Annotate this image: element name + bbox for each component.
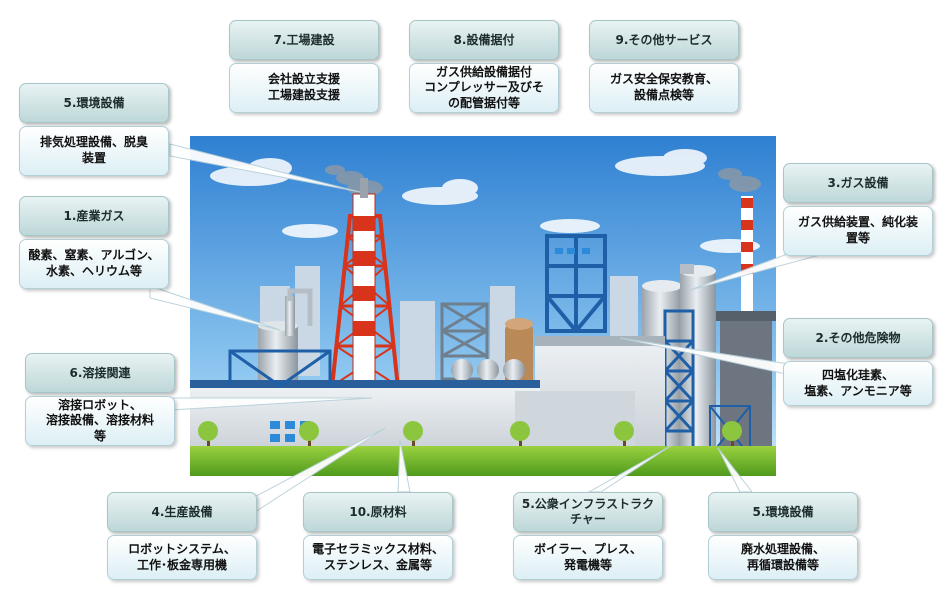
callout-title: 6.溶接関連 [25, 353, 175, 393]
callout-title: 9.その他サービス [589, 20, 739, 60]
callout-raw-materials: 10.原材料 電子セラミックス材料、ステンレス、金属等 [303, 492, 453, 580]
callout-body: ガス供給設備据付コンプレッサー及びその配管据付等 [409, 63, 559, 113]
callout-body: ガス供給装置、純化装置等 [783, 206, 933, 256]
callout-body: 排気処理設備、脱臭装置 [19, 126, 169, 176]
callout-body: 廃水処理設備、再循環設備等 [708, 535, 858, 580]
callout-environment-bottom: 5.環境設備 廃水処理設備、再循環設備等 [708, 492, 858, 580]
callout-other-hazardous: 2.その他危険物 四塩化珪素、塩素、アンモニア等 [783, 318, 933, 406]
callout-industrial-gas: 1.産業ガス 酸素、窒素、アルゴン、水素、ヘリウム等 [19, 196, 169, 289]
factory-illustration [190, 136, 776, 476]
callout-environment-top: 5.環境設備 排気処理設備、脱臭装置 [19, 83, 169, 176]
callout-title: 1.産業ガス [19, 196, 169, 236]
callout-title: 3.ガス設備 [783, 163, 933, 203]
callout-body: 会社設立支援工場建設支援 [229, 63, 379, 113]
callout-title: 4.生産設備 [107, 492, 257, 532]
blue-windows [555, 248, 590, 254]
callout-body: 四塩化珪素、塩素、アンモニア等 [783, 361, 933, 406]
callout-title: 5.環境設備 [708, 492, 858, 532]
callout-welding: 6.溶接関連 溶接ロボット、溶接設備、溶接材料等 [25, 353, 175, 446]
callout-production-equipment: 4.生産設備 ロボットシステム、工作･板金専用機 [107, 492, 257, 580]
grass [190, 446, 776, 476]
callout-body: ガス安全保安教育、設備点検等 [589, 63, 739, 113]
callout-other-services: 9.その他サービス ガス安全保安教育、設備点検等 [589, 20, 739, 113]
blue-frame-tower [545, 234, 607, 333]
callout-title: 8.設備据付 [409, 20, 559, 60]
callout-body: ボイラー、プレス、発電機等 [513, 535, 663, 580]
callout-equipment-installation: 8.設備据付 ガス供給設備据付コンプレッサー及びその配管据付等 [409, 20, 559, 113]
callout-title: 10.原材料 [303, 492, 453, 532]
callout-body: 電子セラミックス材料、ステンレス、金属等 [303, 535, 453, 580]
callout-public-infrastructure: 5.公衆インフラストラクチャー ボイラー、プレス、発電機等 [513, 492, 663, 580]
callout-body: 溶接ロボット、溶接設備、溶接材料等 [25, 396, 175, 446]
callout-title: 5.環境設備 [19, 83, 169, 123]
callout-body: ロボットシステム、工作･板金専用機 [107, 535, 257, 580]
callout-factory-construction: 7.工場建設 会社設立支援工場建設支援 [229, 20, 379, 113]
center-hall [360, 386, 540, 456]
callout-title: 7.工場建設 [229, 20, 379, 60]
callout-body: 酸素、窒素、アルゴン、水素、ヘリウム等 [19, 239, 169, 289]
spheres [451, 318, 533, 386]
callout-gas-equipment: 3.ガス設備 ガス供給装置、純化装置等 [783, 163, 933, 256]
callout-title: 5.公衆インフラストラクチャー [513, 492, 663, 532]
callout-title: 2.その他危険物 [783, 318, 933, 358]
low-building-frame [228, 349, 332, 388]
